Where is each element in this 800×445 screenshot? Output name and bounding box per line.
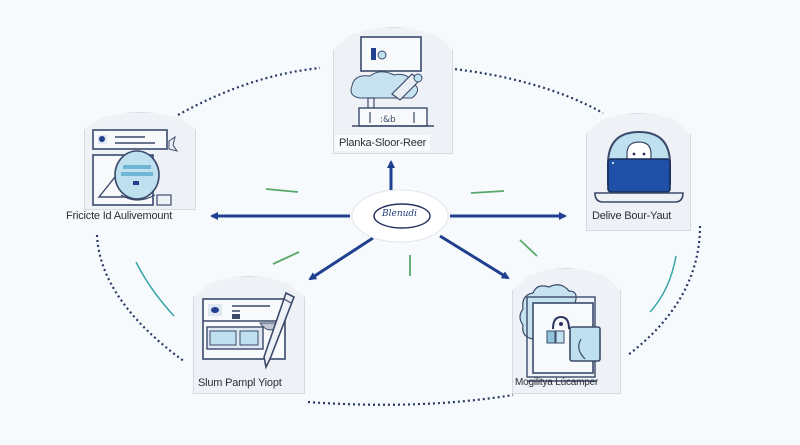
tick — [470, 190, 505, 194]
arrow-to-bottom-left — [308, 236, 374, 281]
center-hub-label: Blenudi — [382, 209, 418, 219]
node-bottom-right[interactable] — [512, 268, 621, 394]
accent-arc-left — [135, 261, 175, 317]
accent-ticks — [265, 188, 538, 276]
node-right[interactable] — [586, 113, 691, 231]
ring-segment-left — [95, 234, 186, 363]
svg-text::&b: :&b — [380, 115, 396, 125]
node-top-label: Planka-Sloor-Reer — [335, 135, 431, 151]
ring-segment-top-right — [444, 66, 604, 114]
ring-segment-bottom — [307, 393, 514, 406]
arrows — [210, 160, 567, 281]
tick — [265, 188, 299, 193]
lock-document-cloud-icon — [519, 284, 601, 382]
monitor-cloud-workstation-icon: :&b — [350, 36, 434, 127]
node-bottom-left[interactable] — [193, 276, 305, 394]
dome-character-laptop-icon — [594, 130, 684, 203]
ring-segment-top-left — [177, 66, 321, 116]
dotted-ring — [95, 66, 702, 406]
center-hub — [351, 189, 449, 243]
hub-inner-oval — [373, 203, 431, 229]
tick — [519, 239, 538, 257]
node-right-label: Delive Bour-Yaut — [592, 210, 672, 222]
tick — [272, 251, 300, 265]
id-face-scan-icon — [92, 129, 179, 206]
arrow-to-bottom-right — [439, 234, 510, 280]
node-left[interactable] — [84, 112, 196, 210]
node-bottom-right-label: Mogilitya Lúcamper — [515, 377, 599, 388]
form-pencil-icon — [202, 291, 296, 370]
node-top[interactable]: :&b — [333, 27, 453, 154]
ring-segment-right — [627, 225, 702, 356]
node-bottom-left-label: Slum Pampl Yiopt — [198, 377, 282, 389]
accent-arc-right — [649, 255, 677, 313]
node-left-label: Fricicte Id Aulivemount — [66, 210, 173, 222]
